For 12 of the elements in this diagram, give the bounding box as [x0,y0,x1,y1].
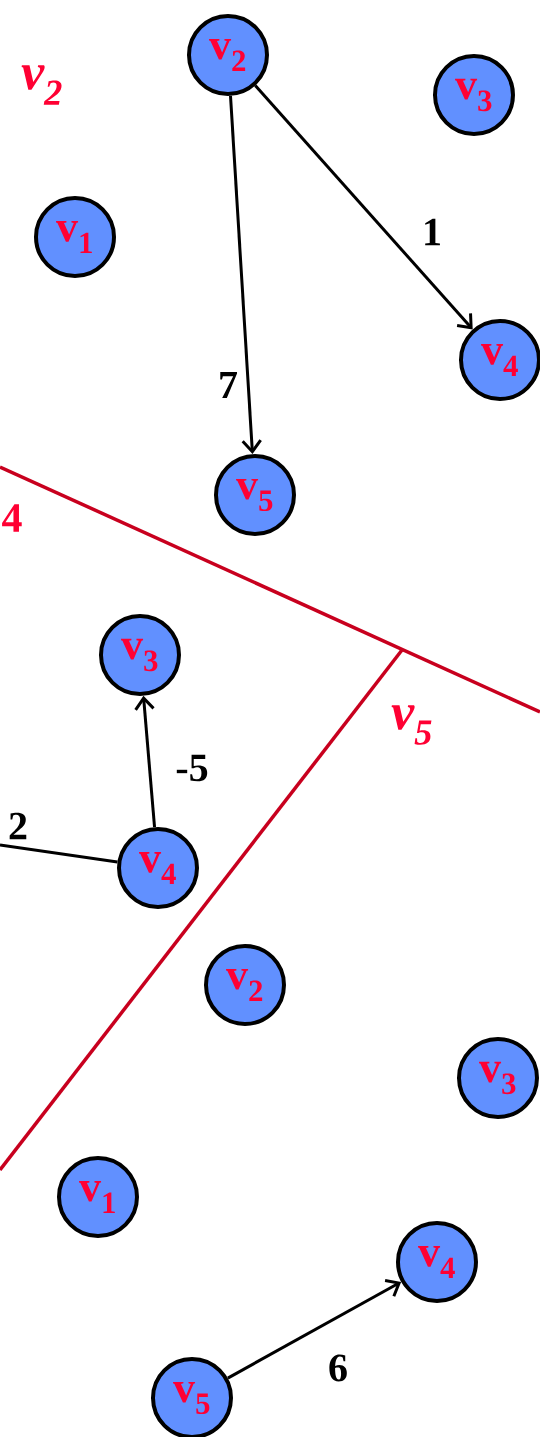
region-label: v$_{5}$ [391,705,432,745]
edge-label: 6 [327,1353,349,1383]
arrow [227,1279,402,1380]
region-label: 4 [2,504,22,532]
arrow [134,695,157,828]
edge-label: -5 [174,753,210,783]
arrow [254,84,473,330]
arrow [229,95,262,455]
region-label: v$_{2}$ [21,65,62,105]
edge-label: 1 [421,217,443,247]
edge-label: 7 [217,370,239,400]
edge-label: 2 [7,811,29,841]
